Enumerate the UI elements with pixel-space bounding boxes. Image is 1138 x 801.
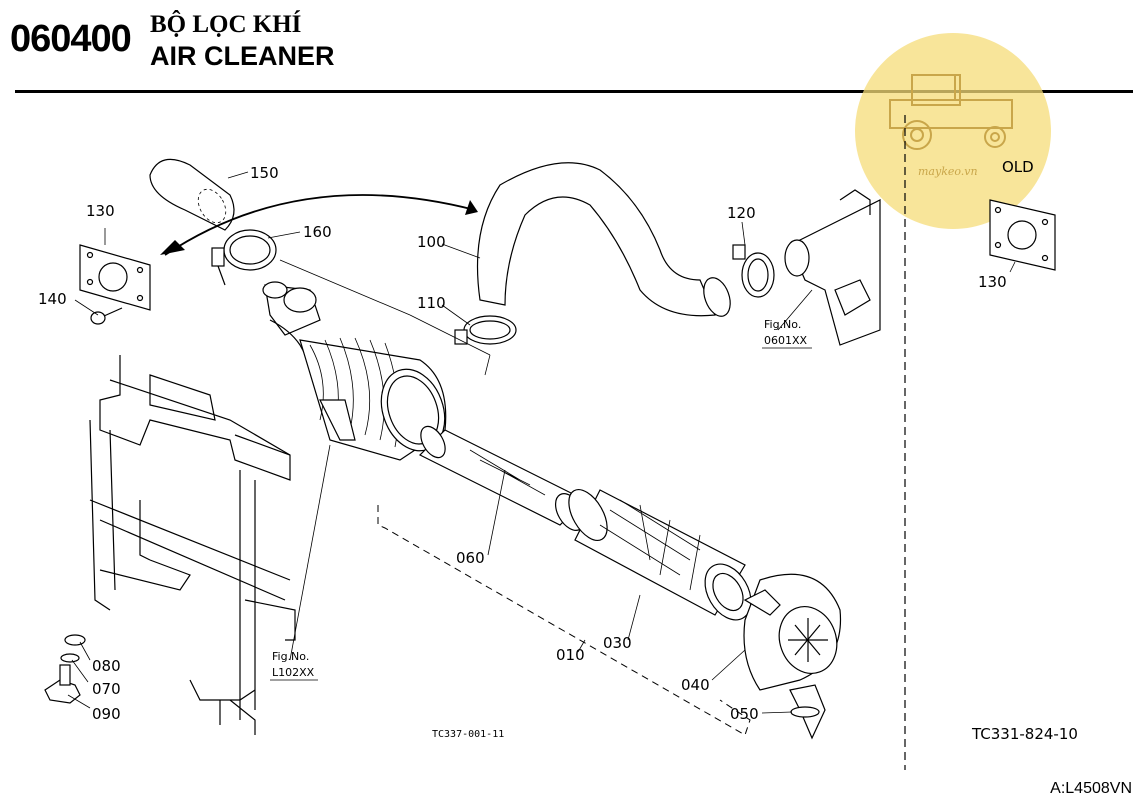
title-english: AIR CLEANER — [150, 41, 335, 71]
part-label-130-old: 130 — [978, 273, 1007, 291]
washer-080 — [64, 634, 86, 646]
watermark-logo: maykeo.vn — [855, 33, 1051, 229]
part-label-010: 010 — [556, 646, 585, 664]
part-label-120: 120 — [727, 204, 756, 222]
outer-element-030 — [568, 489, 752, 621]
page-reference: A:L4508VN — [1050, 780, 1132, 797]
clamp-110 — [454, 315, 517, 345]
part-label-140: 140 — [38, 290, 67, 308]
hose-100 — [476, 162, 731, 317]
fig-ref-value-1: 0601XX — [764, 334, 808, 347]
clamp-160 — [211, 229, 277, 286]
fig-ref-label-2: Fig.No. — [272, 650, 309, 663]
engine-intake — [784, 189, 881, 346]
part-label-100: 100 — [417, 233, 446, 251]
part-label-070: 070 — [92, 680, 121, 698]
drawing-number-side: TC331-824-10 — [971, 725, 1078, 743]
tractor-icon — [889, 74, 1013, 150]
valve-050 — [789, 684, 826, 740]
section-code: 060400 — [10, 18, 132, 60]
clamp-120 — [732, 244, 775, 298]
part-label-160: 160 — [303, 223, 332, 241]
washer-070 — [60, 653, 80, 663]
watermark-text: maykeo.vn — [918, 165, 978, 178]
header-rule — [15, 90, 1133, 93]
bracket-130 — [79, 244, 151, 311]
fig-ref-label-1: Fig.No. — [764, 318, 801, 331]
old-label: OLD — [1002, 158, 1034, 176]
screw-140 — [90, 307, 123, 325]
part-label-050: 050 — [730, 705, 759, 723]
assembly-010-outline — [377, 505, 751, 736]
bracket-130-old — [989, 199, 1056, 271]
title-vietnamese: BỘ LỌC KHÍ — [150, 11, 302, 38]
part-label-130: 130 — [86, 202, 115, 220]
part-label-080: 080 — [92, 657, 121, 675]
cover-040 — [743, 573, 842, 691]
part-label-040: 040 — [681, 676, 710, 694]
mounting-frame — [89, 355, 296, 735]
elbow-150 — [149, 158, 235, 231]
part-label-150: 150 — [250, 164, 279, 182]
part-label-030: 030 — [603, 634, 632, 652]
part-label-090: 090 — [92, 705, 121, 723]
connection-arrow — [164, 194, 476, 256]
part-label-110: 110 — [417, 294, 446, 312]
part-label-060: 060 — [456, 549, 485, 567]
drawing-number-main: TC337-001-11 — [432, 729, 504, 740]
leader-lines — [67, 171, 1016, 714]
fig-ref-value-2: L102XX — [272, 666, 315, 679]
